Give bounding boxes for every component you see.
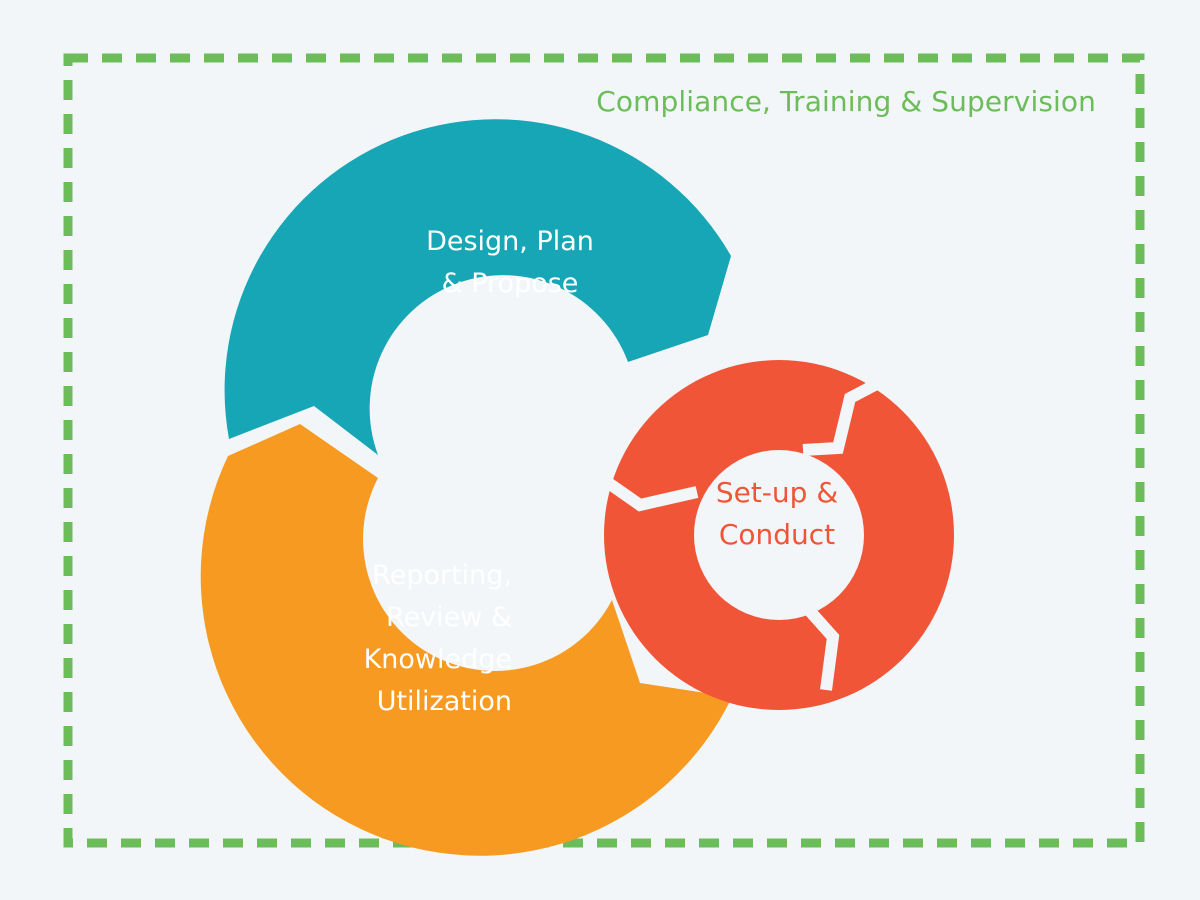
setup-ring-inner bbox=[694, 450, 864, 620]
setup-ring-gap-top bbox=[802, 371, 893, 456]
reporting-arc bbox=[200, 424, 733, 856]
reporting-stage-label: Reporting, Review & Knowledge Utilizatio… bbox=[363, 560, 512, 717]
setup-ring-gap-left bbox=[593, 470, 699, 512]
setup-stage-label: Set-up & Conduct bbox=[715, 476, 839, 551]
setup-ring bbox=[593, 360, 954, 710]
frame-border bbox=[63, 53, 1145, 848]
design-arc bbox=[224, 119, 732, 455]
design-stage-label: Design, Plan & Propose bbox=[426, 226, 594, 299]
setup-ring-gap-bottom bbox=[795, 596, 840, 691]
frame-title: Compliance, Training & Supervision bbox=[596, 85, 1096, 118]
